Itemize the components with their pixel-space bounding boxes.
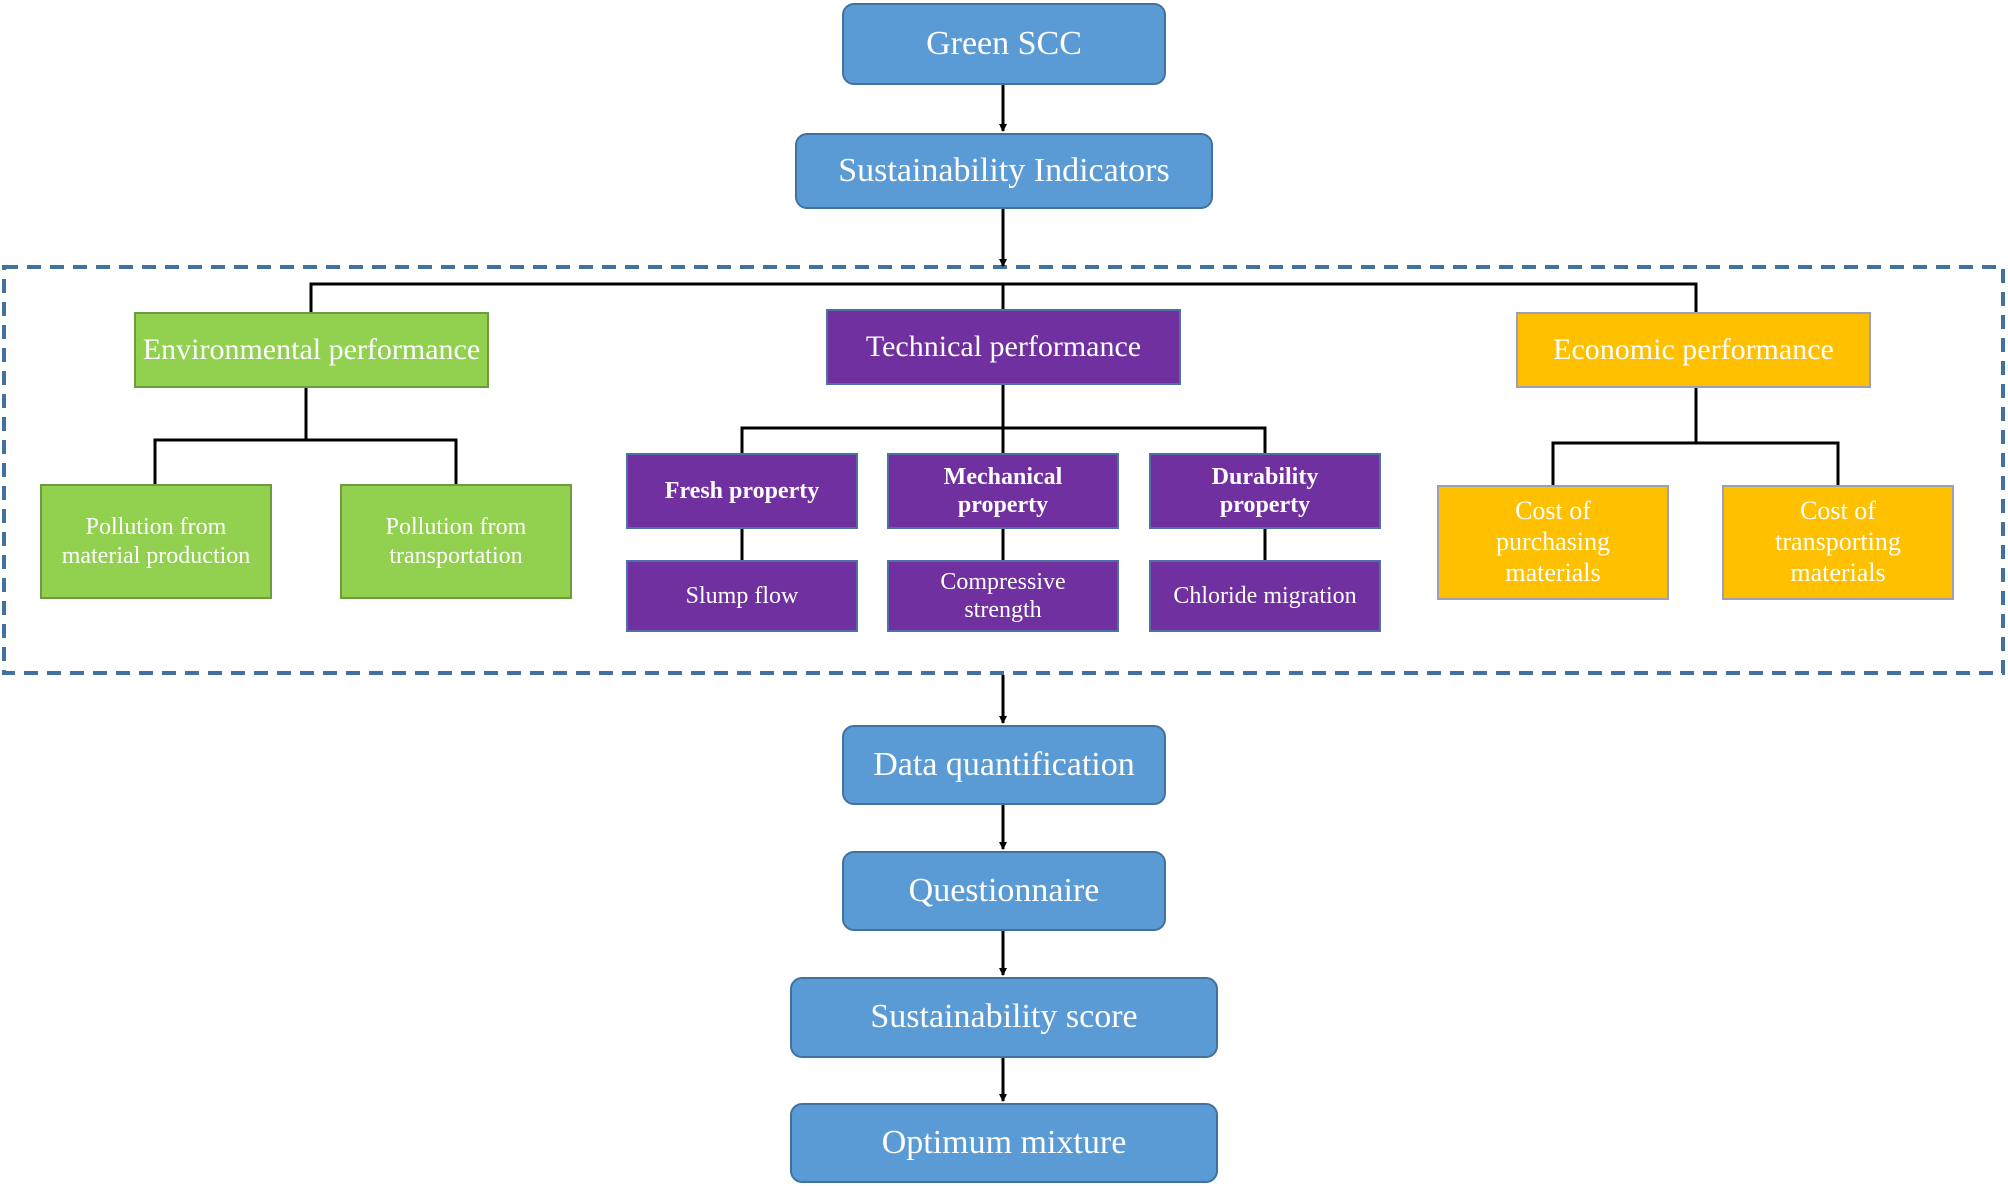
sustainability-score-label: Sustainability score [870, 998, 1138, 1036]
economic-bracket-branches [1551, 441, 1840, 485]
slump-flow-label: Slump flow [685, 582, 799, 609]
optimum-mixture-label: Optimum mixture [881, 1123, 1127, 1161]
compressive-strength-line2: strength [964, 597, 1042, 623]
material-production-line2: material production [61, 542, 251, 569]
optimum-mixture-box: Optimum mixture [790, 1103, 1218, 1183]
data-quantification-label: Data quantification [873, 745, 1135, 783]
fresh-property-label: Fresh property [664, 477, 820, 504]
environmental-performance-label: Environmental performance [142, 333, 481, 367]
durability-property-line1: Durability [1211, 463, 1319, 490]
material-production-pollution-box: Pollution from material production [40, 484, 272, 599]
environmental-bracket-branches [153, 438, 458, 484]
questionnaire-label: Questionnaire [908, 871, 1100, 909]
technical-performance-box: Technical performance [826, 309, 1181, 385]
compressive-strength-line1: Compressive [940, 568, 1066, 595]
mechanical-property-line2: property [957, 492, 1049, 518]
sustainability-indicators-label: Sustainability Indicators [838, 151, 1170, 189]
purchasing-cost-box: Cost of purchasing materials [1437, 485, 1669, 600]
material-production-line1: Pollution from [85, 514, 227, 541]
indicator-group-frame [2, 265, 2005, 675]
slump-flow-box: Slump flow [626, 560, 858, 632]
mechanical-property-box: Mechanical property [887, 453, 1119, 529]
transporting-cost-line2: transporting [1775, 527, 1901, 557]
mechanical-property-line1: Mechanical [943, 463, 1063, 490]
transportation-line2: transportation [389, 542, 523, 569]
economic-performance-box: Economic performance [1516, 312, 1871, 388]
fresh-property-box: Fresh property [626, 453, 858, 529]
purchasing-cost-line3: materials [1505, 557, 1601, 587]
transporting-cost-line3: materials [1790, 557, 1886, 587]
chloride-migration-label: Chloride migration [1173, 582, 1357, 609]
green-scc-box: Green SCC [842, 3, 1166, 85]
purchasing-cost-line2: purchasing [1495, 527, 1611, 557]
compressive-strength-box: Compressive strength [887, 560, 1119, 632]
durability-property-box: Durability property [1149, 453, 1381, 529]
data-quantification-box: Data quantification [842, 725, 1166, 805]
green-scc-label: Green SCC [926, 24, 1082, 62]
sustainability-score-box: Sustainability score [790, 977, 1218, 1058]
transporting-cost-line1: Cost of [1800, 496, 1876, 526]
chloride-migration-box: Chloride migration [1149, 560, 1381, 632]
purchasing-cost-line1: Cost of [1515, 496, 1591, 526]
environmental-performance-box: Environmental performance [134, 312, 489, 388]
economic-performance-label: Economic performance [1553, 333, 1834, 367]
sustainability-indicators-box: Sustainability Indicators [795, 133, 1213, 209]
technical-performance-label: Technical performance [865, 330, 1142, 364]
durability-property-line2: property [1219, 492, 1311, 518]
transportation-line1: Pollution from [385, 514, 527, 541]
transportation-pollution-box: Pollution from transportation [340, 484, 572, 599]
transporting-cost-box: Cost of transporting materials [1722, 485, 1954, 600]
questionnaire-box: Questionnaire [842, 851, 1166, 931]
